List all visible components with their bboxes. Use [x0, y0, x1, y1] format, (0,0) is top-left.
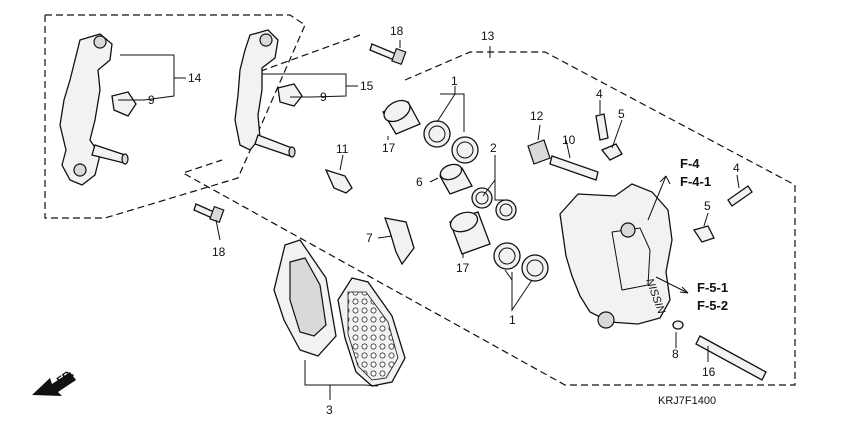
callout-17-bottom: 17	[456, 261, 470, 275]
ref-f4-1: F-4-1	[680, 174, 711, 189]
leader-lines	[118, 40, 740, 400]
bleeder-valve-11	[324, 168, 353, 194]
callout-11: 11	[336, 142, 349, 156]
diagram-code: KRJ7F1400	[658, 395, 716, 407]
callout-9-right: 9	[320, 90, 327, 104]
seal-1-top	[423, 120, 479, 164]
callout-15: 15	[360, 79, 374, 93]
ref-f4: F-4	[680, 156, 700, 171]
bolt-18-top	[369, 43, 407, 66]
callout-9-left: 9	[148, 93, 155, 107]
callout-5-right: 5	[704, 199, 711, 213]
callout-3: 3	[326, 403, 333, 417]
seal-2	[471, 187, 517, 221]
retainer-clip-9a	[111, 91, 137, 117]
seal-1-bottom	[493, 242, 549, 282]
caliper-body: NISSIN	[559, 183, 673, 329]
callout-10: 10	[562, 133, 576, 147]
ref-f5-1: F-5-1	[697, 280, 728, 295]
callout-12: 12	[530, 109, 544, 123]
callout-14: 14	[188, 71, 202, 85]
front-direction-arrow-icon	[32, 372, 76, 396]
callout-1-bottom: 1	[509, 313, 516, 327]
caliper-assembly-boundary	[181, 51, 796, 386]
boot-12	[527, 139, 551, 165]
caliper-bracket-15	[234, 29, 296, 158]
callout-13: 13	[481, 29, 495, 43]
piston-17-bottom	[449, 211, 491, 255]
callout-16: 16	[702, 365, 716, 379]
pad-spring-7	[384, 217, 415, 266]
bleed-screw-4-right	[727, 185, 753, 207]
cap-5-right	[692, 225, 715, 243]
callout-4-top: 4	[596, 87, 603, 101]
callout-6: 6	[416, 175, 423, 189]
piston-6	[439, 163, 473, 195]
callout-8: 8	[672, 347, 679, 361]
washer-8	[672, 320, 684, 330]
bracket-inset-boundary	[44, 14, 306, 219]
callout-18-top: 18	[390, 24, 404, 38]
callout-17-top: 17	[382, 141, 396, 155]
piston-17-top	[382, 99, 421, 135]
callout-5-top: 5	[618, 107, 625, 121]
pad-pin-16	[695, 335, 767, 381]
brake-pad-3-front	[273, 239, 337, 357]
bleed-screw-4-top	[595, 113, 609, 141]
pin-10	[549, 155, 599, 181]
cap-5-top	[600, 143, 623, 161]
callout-2: 2	[490, 141, 497, 155]
caliper-bracket-14	[59, 33, 129, 186]
retainer-clip-9b	[277, 83, 303, 107]
bolt-18-bottom	[193, 203, 225, 224]
ref-f5-2: F-5-2	[697, 298, 728, 313]
callout-18-bottom: 18	[212, 245, 226, 259]
callout-4-right: 4	[733, 161, 740, 175]
brake-pad-3-rear	[337, 277, 406, 387]
callout-7: 7	[366, 231, 373, 245]
bracket-assembly-boundary	[249, 34, 361, 76]
callout-1-top: 1	[451, 74, 458, 88]
